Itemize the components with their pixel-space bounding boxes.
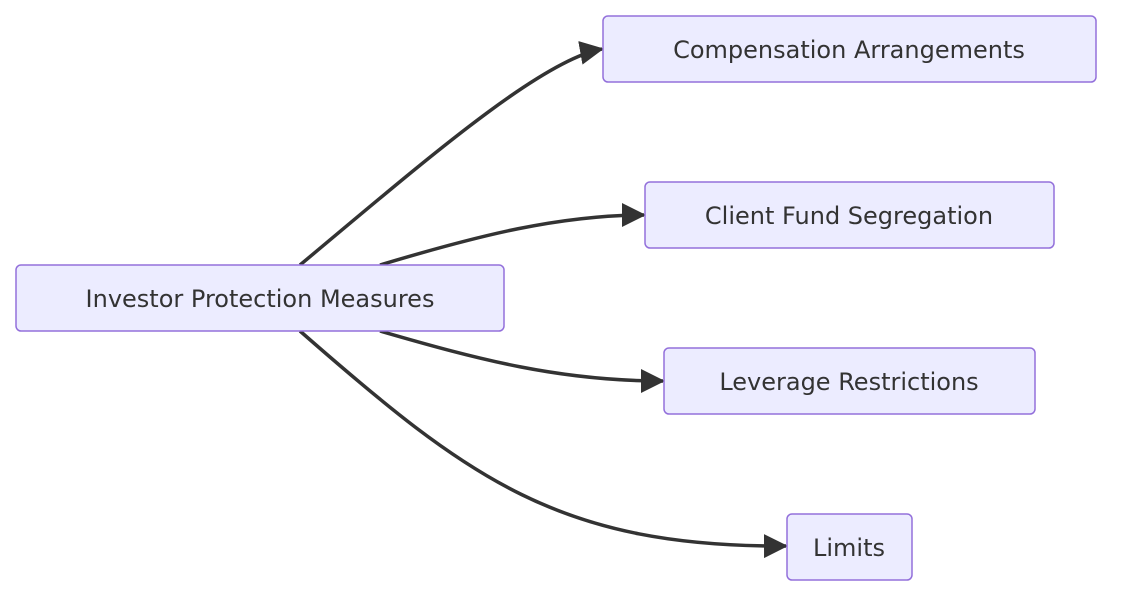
edge-root-n4 [298, 329, 788, 559]
node-compensation[interactable]: Compensation Arrangements [602, 15, 1097, 83]
node-label: Compensation Arrangements [673, 36, 1025, 64]
node-client-fund[interactable]: Client Fund Segregation [644, 181, 1055, 249]
node-label: Leverage Restrictions [719, 368, 978, 396]
edge-root-n2 [379, 203, 646, 267]
node-leverage[interactable]: Leverage Restrictions [663, 347, 1036, 415]
edge-root-n3 [379, 329, 665, 393]
node-label: Limits [813, 534, 885, 562]
node-root[interactable]: Investor Protection Measures [15, 264, 505, 332]
node-limits[interactable]: Limits [786, 513, 913, 581]
edge-root-n1 [298, 41, 604, 267]
node-label: Investor Protection Measures [86, 285, 435, 313]
node-label: Client Fund Segregation [705, 202, 993, 230]
